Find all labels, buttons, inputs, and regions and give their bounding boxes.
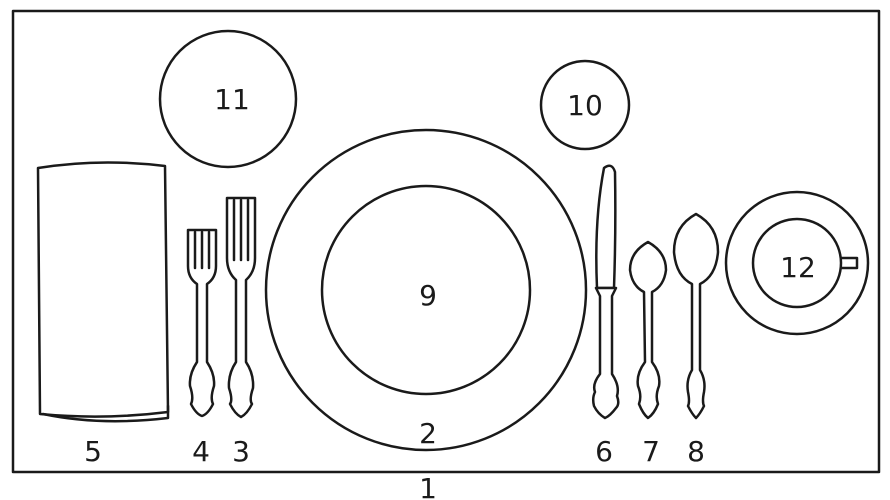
label-napkin: 5 — [84, 435, 102, 468]
dinner-fork — [225, 196, 257, 419]
napkin — [36, 161, 170, 423]
label-teaspoon: 7 — [642, 435, 660, 468]
knife — [591, 164, 620, 420]
cup — [751, 217, 843, 309]
label-cup-and-saucer: 12 — [780, 251, 816, 284]
teaspoon — [628, 240, 668, 420]
label-water-glass: 10 — [567, 89, 603, 122]
label-table: 1 — [419, 472, 437, 500]
label-charger-plate: 2 — [419, 417, 437, 450]
salad-fork — [186, 228, 218, 418]
label-soup-spoon: 8 — [687, 435, 705, 468]
soup-spoon — [672, 212, 720, 420]
cup-and-saucer — [724, 190, 870, 336]
label-dinner-plate: 9 — [419, 279, 437, 312]
label-salad-fork: 4 — [192, 435, 210, 468]
dinner-plate — [320, 184, 532, 396]
label-knife: 6 — [595, 435, 613, 468]
label-dinner-fork: 3 — [232, 435, 250, 468]
bread-plate — [158, 29, 298, 169]
label-bread-plate: 11 — [214, 83, 250, 116]
water-glass — [539, 59, 631, 151]
